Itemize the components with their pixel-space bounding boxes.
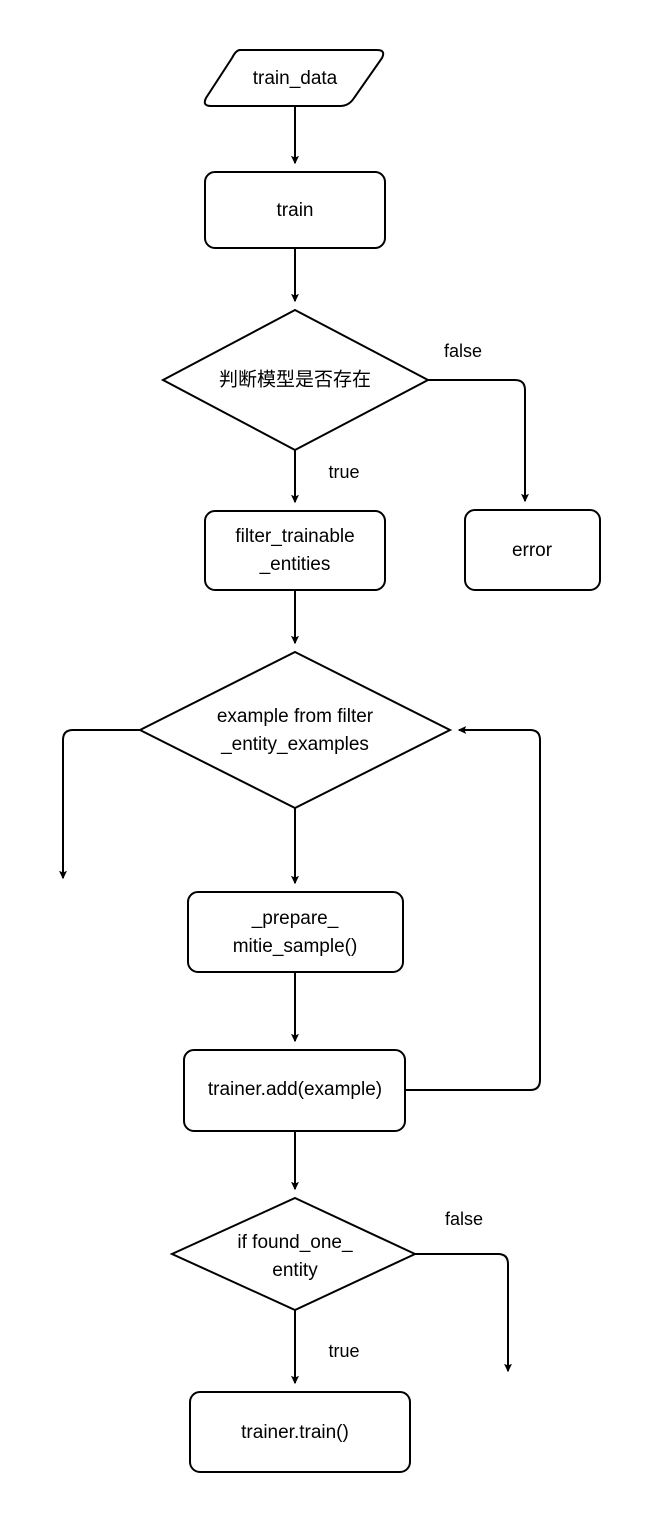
filter-trainable-entities-label-line2: _entities <box>259 554 331 575</box>
node-trainer-add[interactable]: trainer.add(example) <box>183 1049 406 1132</box>
example-from-filter-shape <box>137 650 453 810</box>
node-found-one-entity-decision[interactable]: if found_one_ entity <box>169 1196 418 1312</box>
edge-example-diamond-loop-exit <box>59 729 140 880</box>
prepare-mitie-sample-label-line2: mitie_sample() <box>233 936 358 957</box>
edge-label-false-model-exists: false <box>444 341 482 361</box>
trainer-add-shape <box>183 1049 406 1132</box>
prepare-mitie-sample-shape <box>187 891 404 973</box>
edge-label-false-found-one-entity: false <box>445 1209 483 1229</box>
train-data-shape <box>203 49 385 107</box>
node-prepare-mitie-sample[interactable]: _prepare_ mitie_sample() <box>187 891 404 973</box>
trainer-train-label: trainer.train() <box>241 1422 349 1443</box>
edge-label-true-found-one-entity: true <box>328 1341 359 1361</box>
edge-trainer-add-loop-back <box>405 726 541 1091</box>
trainer-train-shape <box>189 1391 411 1473</box>
train-label: train <box>277 200 314 221</box>
example-from-filter-label-line2: _entity_examples <box>220 734 369 755</box>
node-filter-trainable-entities[interactable]: filter_trainable _entities <box>204 510 386 591</box>
model-exists-shape <box>160 308 431 452</box>
filter-trainable-entities-label-line1: filter_trainable <box>235 526 354 547</box>
node-train[interactable]: train <box>204 171 386 249</box>
model-exists-label: 判断模型是否存在 <box>219 369 371 391</box>
error-shape <box>464 509 601 591</box>
filter-trainable-entities-shape <box>204 510 386 591</box>
node-train-data[interactable]: train_data <box>203 49 385 107</box>
found-one-entity-shape <box>169 1196 418 1312</box>
found-one-entity-label-line2: entity <box>272 1260 318 1281</box>
trainer-add-label: trainer.add(example) <box>208 1079 382 1100</box>
edge-found-one-entity-false-exit <box>415 1253 512 1373</box>
error-label: error <box>512 540 553 561</box>
node-trainer-train[interactable]: trainer.train() <box>189 1391 411 1473</box>
found-one-entity-label-line1: if found_one_ <box>237 1232 353 1253</box>
train-shape <box>204 171 386 249</box>
edge-model-exists-false-to-error <box>428 379 529 503</box>
edge-label-true-model-exists: true <box>328 462 359 482</box>
node-example-from-filter-decision[interactable]: example from filter _entity_examples <box>137 650 453 810</box>
node-error[interactable]: error <box>464 509 601 591</box>
node-model-exists-decision[interactable]: 判断模型是否存在 <box>160 308 431 452</box>
train-data-label: train_data <box>253 68 338 89</box>
example-from-filter-label-line1: example from filter <box>217 706 374 727</box>
prepare-mitie-sample-label-line1: _prepare_ <box>251 908 339 929</box>
